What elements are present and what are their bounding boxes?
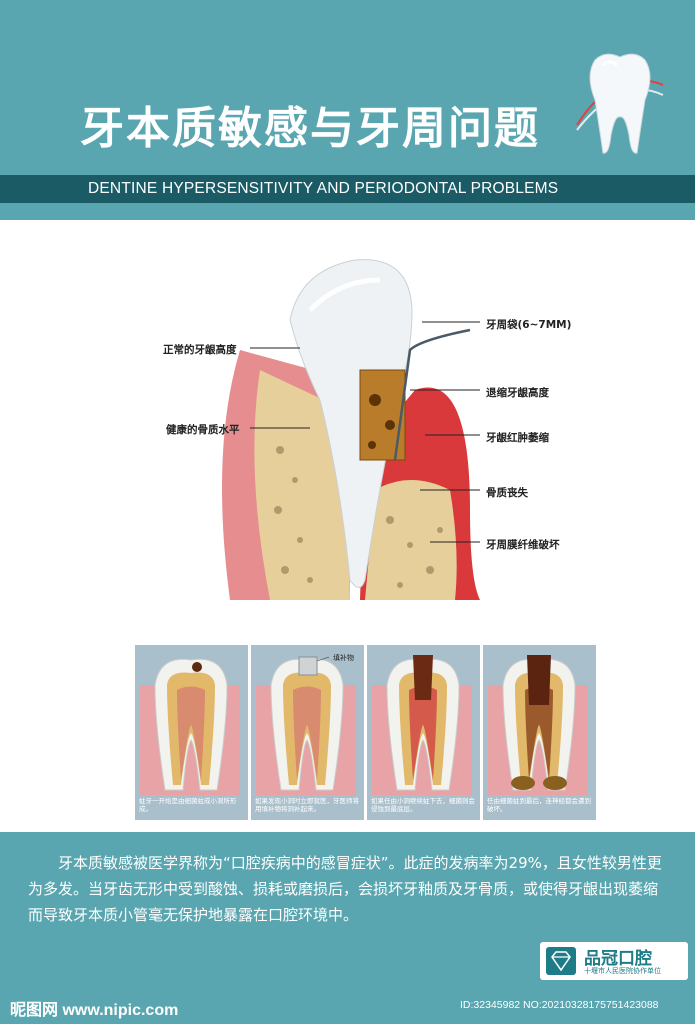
footer-panel [0, 832, 695, 1024]
stage-caption: 如果发现小洞时立即就医，牙医师将用填补物将洞补起来。 [255, 797, 359, 814]
label-gum-swelling: 牙龈红肿萎缩 [486, 432, 549, 444]
stage-panel-4: 任由细菌蛀到最后，连神经都会遭到破坏。 [483, 645, 596, 820]
tooth-logo-icon [576, 53, 664, 154]
diamond-tooth-icon [546, 947, 576, 975]
label-periodontal-pocket: 牙周袋(6~7MM) [486, 319, 572, 331]
label-healthy-bone-level: 健康的骨质水平 [166, 424, 240, 436]
description-paragraph: 牙本质敏感被医学界称为“口腔疾病中的感冒症状”。此症的发病率为29%，且女性较男… [28, 854, 662, 924]
watermark-site: 昵图网 www.nipic.com [10, 1002, 179, 1019]
brand-name: 品冠口腔 [584, 949, 652, 969]
label-bone-loss: 骨质丧失 [486, 487, 528, 499]
brand-logo: 品冠口腔 十堰市人民医院协作单位 [540, 942, 688, 980]
page-title: 牙本质敏感与牙周问题 [80, 103, 540, 154]
label-ligament-damage: 牙周膜纤维破坏 [486, 539, 560, 551]
watermark-id: ID:32345982 NO:20210328175751423088 [460, 999, 659, 1011]
stage-caption: 蛀牙一开始是由细菌蛀成小洞所形成。 [139, 797, 237, 814]
page-subtitle: DENTINE HYPERSENSITIVITY AND PERIODONTAL… [88, 180, 559, 197]
stage-caption: 任由细菌蛀到最后，连神经都会遭到破坏。 [487, 797, 591, 814]
subtitle-band [0, 175, 695, 203]
filling-tag: 填补物 [333, 654, 354, 662]
stage-caption: 如果任由小洞继续蛀下去，细菌则会侵蚀到最底层。 [371, 797, 475, 814]
label-normal-gum-height: 正常的牙龈高度 [163, 344, 237, 356]
stage-panel-2: 填补物 如果发现小洞时立即就医，牙医师将用填补物将洞补起来。 [251, 645, 364, 820]
stage-panel-3: 如果任由小洞继续蛀下去，细菌则会侵蚀到最底层。 [367, 645, 480, 820]
stage-panel-1: 蛀牙一开始是由细菌蛀成小洞所形成。 [135, 645, 248, 820]
periodontal-diagram [222, 259, 480, 600]
label-receded-gum-height: 退缩牙龈高度 [486, 387, 549, 399]
brand-subtitle: 十堰市人民医院协作单位 [584, 967, 661, 975]
